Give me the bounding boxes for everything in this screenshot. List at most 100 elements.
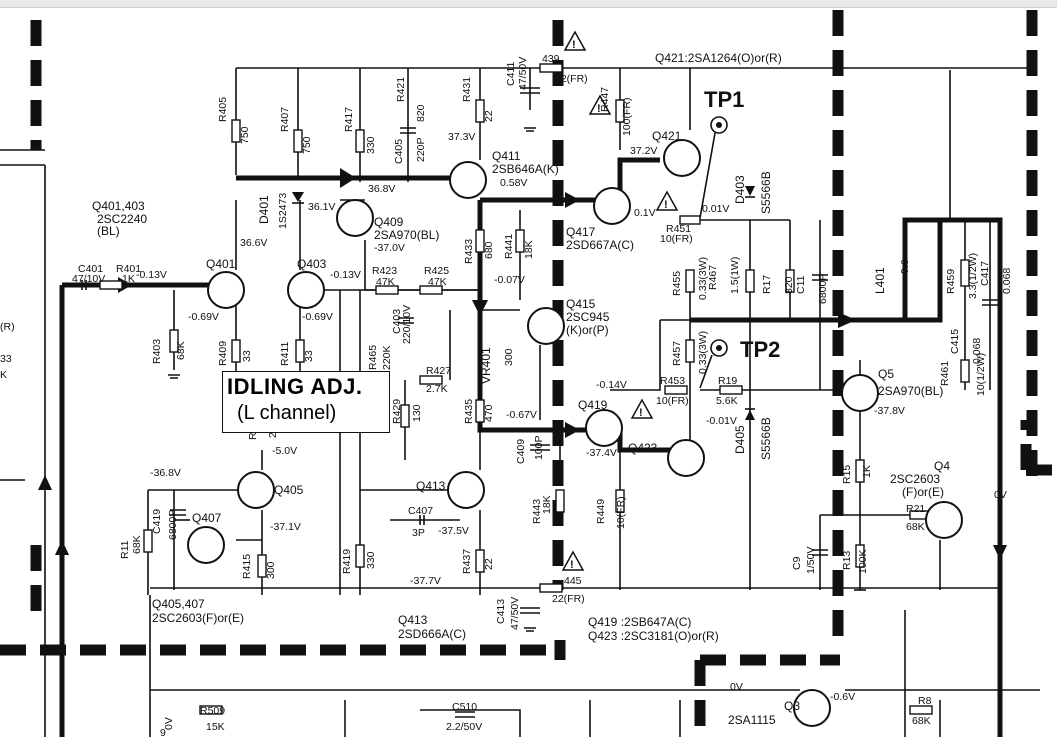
resistors [99, 63, 970, 715]
r411-label: R411 [279, 342, 291, 366]
vm374-label: -37.4V [586, 447, 617, 459]
q401-403-grade: (BL) [97, 224, 120, 238]
q421-note: Q421:2SA1264(O)or(R) [655, 51, 782, 65]
warning-icon: ! [664, 199, 668, 211]
warning-icon: ! [597, 103, 601, 115]
r467-label: R467 [707, 265, 719, 290]
r435-label: R435 [463, 399, 475, 424]
tp2-label: TP2 [740, 337, 780, 362]
r21-value: 68K [906, 521, 925, 533]
idling-adjust-title: IDLING ADJ. [227, 374, 363, 399]
q421-label: Q421 [652, 129, 682, 143]
c407-value: 3P [412, 527, 425, 539]
v01-label: 0.1V [634, 207, 656, 219]
diodes [292, 186, 755, 420]
r451-value: 10(FR) [660, 233, 693, 245]
vm067-label: -0.67V [506, 409, 537, 421]
r431-label: R431 [461, 77, 473, 102]
q5-part: 2SA970(BL) [878, 384, 943, 398]
d405-part: S5566B [759, 417, 773, 460]
r445-value: 22(FR) [552, 593, 585, 605]
l401-value: 0.6 [899, 259, 911, 274]
r401-value: 1K [122, 273, 135, 285]
q417-label: Q417 [566, 225, 596, 239]
r429-label: R429 [391, 399, 403, 424]
vm370-label: -37.0V [374, 242, 405, 254]
idling-adjust-callout: IDLING ADJ. (L channel) [222, 371, 390, 433]
r465-label: R465 [367, 345, 379, 370]
r425-value: 47K [428, 276, 447, 288]
r403-label: R403 [151, 339, 163, 364]
r453-label: R453 [660, 375, 685, 387]
q403-label: Q403 [297, 257, 327, 271]
dashed-boundaries [0, 10, 1057, 737]
r419-label: R419 [341, 549, 353, 574]
q413-note: Q413 [398, 613, 428, 627]
r401-label: R401 [116, 263, 141, 275]
vm069a-label: -0.69V [188, 311, 219, 323]
r459-value: 3.3(1/2W) [967, 253, 979, 299]
r409-label: R409 [217, 341, 229, 366]
signal-arrows [38, 168, 1007, 560]
c415-label: C415 [949, 329, 961, 354]
r457-label: R457 [671, 341, 683, 366]
v361-label: 36.1V [308, 201, 335, 213]
r461-value: 10(1/2W) [975, 353, 987, 396]
r465-value: 220K [381, 345, 393, 370]
d403-label: D403 [733, 175, 747, 204]
r449-value: 10(FR) [615, 496, 627, 529]
c9-label: C9 [791, 556, 803, 570]
r509-value: 15K [206, 721, 225, 733]
r439-value: 22(FR) [555, 73, 588, 85]
vm377-label: -37.7V [410, 575, 441, 587]
q407-label: Q407 [192, 511, 222, 525]
r445-label: 445 [564, 575, 582, 587]
r455-value: 0.33(3W) [697, 257, 709, 300]
r429-value: 130 [411, 404, 423, 422]
r8-value: 68K [912, 715, 931, 727]
r509-label: R509 [200, 705, 225, 717]
c510-label: C510 [452, 701, 477, 713]
tp1-label: TP1 [704, 87, 744, 112]
r427-value: 2.7K [426, 383, 448, 395]
d401-label: D401 [257, 195, 271, 224]
r437-label: R437 [461, 549, 473, 574]
edge-k-label: K [0, 369, 7, 381]
q415-part: 2SC945 [566, 310, 610, 324]
vm50-label: -5.0V [272, 445, 297, 457]
r431-value: 22 [483, 110, 495, 122]
q405-label: Q405 [274, 483, 304, 497]
window-title-bar [0, 0, 1057, 8]
r403-value: 68K [175, 341, 187, 360]
warning-icon: ! [572, 39, 576, 51]
r433-label: R433 [463, 239, 475, 264]
vm014-label: -0.14V [596, 379, 627, 391]
r407-value: 750 [301, 136, 313, 154]
v373-label: 37.3V [448, 131, 475, 143]
r427-label: R427 [426, 365, 451, 377]
r441-label: R441 [503, 234, 515, 259]
r423-value: 47K [376, 276, 395, 288]
v368-label: 36.8V [368, 183, 395, 195]
c411-value: 47/50V [517, 57, 529, 90]
r21-label: R21 [906, 503, 925, 515]
r437-value: 22 [483, 558, 495, 570]
q423-note: Q423 :2SC3181(O)or(R) [588, 629, 719, 643]
c411-label: C411 [505, 62, 517, 86]
c409-label: C409 [515, 439, 527, 464]
q3-part: 2SA1115 [728, 713, 776, 727]
v0b-label: 0V [730, 681, 743, 693]
c417-label: C417 [979, 261, 991, 286]
r457-value: 0.33(3W) [697, 331, 709, 374]
v001-label: 0.01V [702, 203, 729, 215]
c403-label: C403 [391, 309, 403, 334]
q401-label: Q401 [206, 257, 236, 271]
r11-value: 68K [131, 535, 143, 554]
vm06-label: -0.6V [830, 691, 855, 703]
r439-label: 439 [542, 53, 560, 65]
r405-label: R405 [217, 97, 229, 122]
r419-value: 330 [365, 551, 377, 569]
d405-label: D405 [733, 425, 747, 454]
